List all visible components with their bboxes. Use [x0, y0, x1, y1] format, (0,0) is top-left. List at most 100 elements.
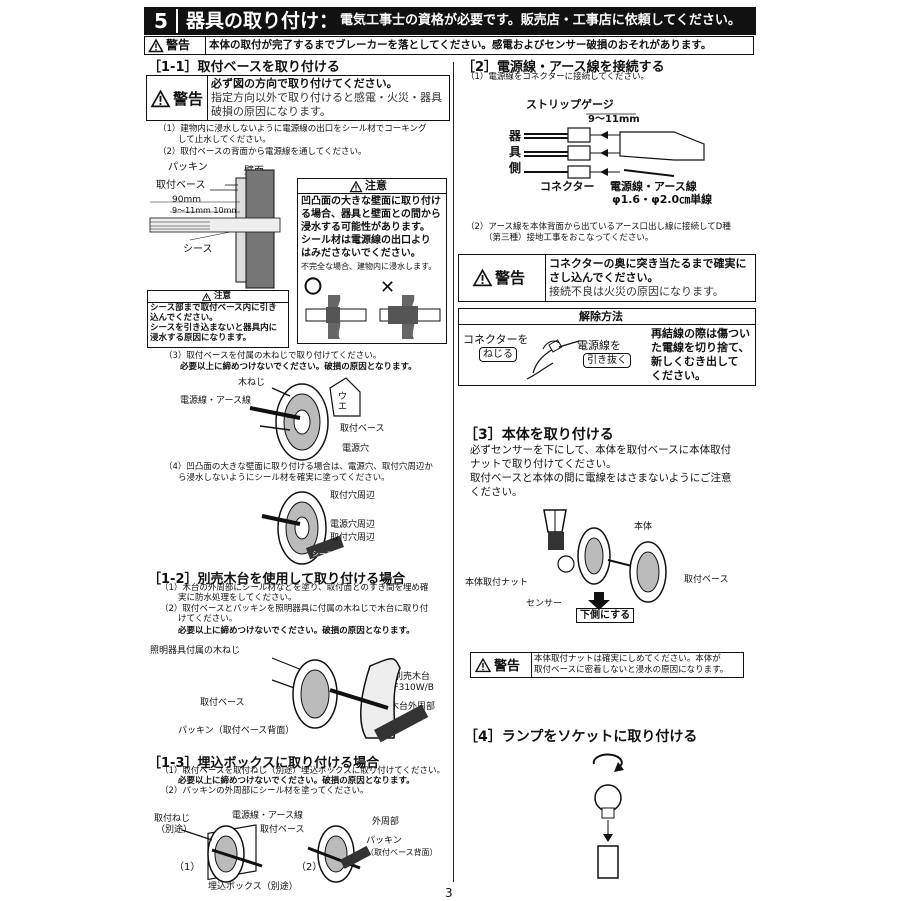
label-sensor: センサー — [526, 599, 563, 609]
rotate-icon — [592, 753, 623, 769]
warning-line: 本体取付ナットは確実にしめてください。本体が — [534, 654, 721, 664]
warning-icon — [150, 89, 171, 108]
section-subtitle: 電気工事士の資格が必要です。販売店・工事店に依頼してください。 — [340, 13, 741, 28]
label-seal: シール材 — [398, 732, 426, 740]
section-title: 器具の取り付け： — [186, 10, 339, 32]
warning-box-1-1: 警告 必ず図の方向で取り付けてください。 指定方向以外で取り付けると感電・火災・… — [146, 75, 450, 121]
body-text: ナットで取り付けてください。 — [470, 458, 617, 470]
heading-3: ［3］本体を取り付ける — [464, 427, 614, 443]
connector — [567, 145, 591, 161]
caution-title: 注意 — [365, 179, 387, 192]
heading-1-2: ［1-2］別売木台を使用して取り付ける場合 — [148, 572, 406, 587]
body-text: 取付ベースと本体の間に電線をはさまないようにご注意 — [470, 472, 732, 484]
label-base: 取付ベース — [260, 825, 305, 835]
warning-icon — [148, 38, 164, 53]
label-down-side: 下側にする — [576, 608, 635, 623]
release-note: た電線を切り捨て、 — [651, 341, 750, 354]
release-note: 再結線の際は傷つい — [651, 327, 750, 340]
embedded-box-figure — [181, 824, 372, 883]
label-outer: 木台外周部 — [390, 702, 436, 712]
connector-wiring-figure — [524, 113, 705, 179]
step-text: （1）木台の外周部にシール材などを塗り、取付面とのすき間を埋め確 — [160, 583, 429, 593]
socket-icon — [597, 845, 619, 879]
heading-1-1: ［1-1］取付ベースを取り付ける — [148, 60, 340, 75]
body-text: ください。 — [470, 486, 523, 498]
sensor — [557, 555, 575, 573]
release-method-box: 解除方法 コネクターを ねじる 電源線を 引き抜く 再結線の際は傷つい た電線を… — [458, 308, 756, 386]
label-screw: 照明器具付属の木ねじ — [150, 646, 241, 656]
step-text: 必要以上に締めつけないでください。破損の原因となります。 — [178, 626, 415, 636]
heading-1-3: ［1-3］埋込ボックスに取り付ける場合 — [148, 756, 380, 771]
down-arrow-icon — [594, 592, 604, 604]
release-title: 解除方法 — [579, 310, 623, 323]
step-text: （4）凹凸面の大きな壁面に取り付ける場合は、電源穴、取付穴周辺か — [164, 462, 433, 472]
release-connector-label: コネクターを — [463, 333, 529, 346]
caution-line: シースを引き込まないと器具内に — [150, 323, 278, 333]
label-stand: 別売木台 — [394, 672, 431, 682]
label-strip-gauge: ストリップゲージ — [526, 98, 614, 111]
fig-number: （2） — [296, 862, 323, 873]
step-text: （2）取付ベースの背面から電源線を通してください。 — [158, 147, 367, 157]
label-nut: 本体取付ナット — [465, 578, 529, 588]
caution-line: シール材は電源線の出口より — [301, 235, 431, 246]
release-illustration — [526, 339, 580, 380]
cable — [149, 217, 281, 233]
label-fixture-side: 器具側 — [509, 129, 522, 175]
wood-stand-figure — [271, 657, 429, 743]
caution-line: はみださないでください。 — [301, 248, 421, 259]
label-base: 取付ベース — [200, 698, 245, 708]
step-text: （1）電源線をコネクターに接続してください。 — [466, 72, 650, 82]
caution-line: 浸水する可能性があります。 — [301, 222, 430, 233]
label-wire: 電源線・アース線 — [180, 396, 252, 406]
warning-line: 指定方向以外で取り付けると感電・火災・器具 — [211, 91, 442, 104]
step-text: （3）取付ベースを付属の木ねじで取り付けてください。 — [164, 351, 382, 361]
label-wire: 電源線・アース線 — [232, 811, 304, 821]
label-wire-spec: φ1.6・φ2.0㎝単線 — [612, 193, 713, 206]
step-text: （2）取付ベースとパッキンを照明器具に付属の木ねじで木台に取り付 — [160, 604, 429, 614]
label-base: 取付ベース — [156, 180, 206, 191]
warning-box-nut: 警告 本体取付ナットは確実にしめてください。本体が 取付ベースに密着しないと浸水… — [470, 652, 744, 678]
release-twist-label: ねじる — [479, 347, 517, 362]
label-base: 取付ベース — [340, 424, 385, 434]
warning-label: 警告 — [166, 38, 191, 52]
warning-icon — [472, 268, 493, 287]
label-seal: シール材 — [312, 550, 340, 558]
step-text: （2）アース線を本体背面から出ているアース口出し線に接続してD種 — [466, 222, 731, 232]
seal-ng-illustration — [379, 295, 441, 339]
release-note: 新しくむき出して — [651, 355, 739, 368]
caution-line: シース部まで取付ベース内に引き — [150, 303, 277, 313]
release-wire-label: 電源線を — [577, 339, 621, 352]
fig-number: （1） — [174, 862, 201, 873]
label-screw-note: （別途） — [156, 825, 193, 835]
page-number: 3 — [445, 886, 453, 900]
warning-label: 警告 — [494, 659, 521, 674]
step-text: （1）取付ベースを取付ねじ（別途）埋込ボックスに取り付けてください。 — [160, 766, 445, 776]
label-connector: コネクター — [540, 180, 595, 193]
caution-box-sheath: 注意 シース部まで取付ベース内に引き 込んでください。 シースを引き込まないと器… — [147, 290, 289, 348]
label-hole: 電源穴 — [342, 444, 370, 454]
seal-ok-illustration — [305, 295, 367, 339]
step-text: （1）建物内に浸水しないように電源線の出口をシール材でコーキング — [158, 124, 427, 134]
caution-line: 浸水する原因になります。 — [150, 333, 252, 343]
label-strip-length: 9～11mm — [588, 114, 640, 125]
label-outer: 外周部 — [372, 817, 400, 827]
warning-line: 破損の原因になります。 — [211, 105, 331, 118]
column-divider — [453, 62, 454, 882]
label-sheath: シース — [183, 244, 213, 255]
body-text: 必ずセンサーを下にして、本体を取付ベースに本体取付 — [470, 444, 732, 456]
caution-line: る場合、器具と壁面との間から — [301, 209, 441, 220]
warning-line: さし込んでください。 — [549, 271, 659, 284]
warning-line: 取付ベースに密着しないと浸水の原因になります。 — [534, 665, 729, 675]
ng-mark: ✕ — [380, 277, 396, 298]
warning-label: 警告 — [495, 269, 526, 287]
lamp-socket-figure — [592, 753, 624, 879]
seal-areas-figure — [261, 491, 344, 565]
bulb-icon — [594, 784, 622, 812]
step-text: 実に防水処理をしてください。 — [178, 593, 297, 603]
heading-4: ［4］ランプをソケットに取り付ける — [464, 729, 698, 745]
warning-icon — [474, 657, 492, 672]
label-screw: 木ねじ — [238, 378, 266, 388]
heading-2: ［2］電源線・アース線を接続する — [462, 60, 665, 75]
step-text: して止水してください。 — [178, 135, 271, 145]
ok-mark: 〇 — [304, 277, 322, 298]
